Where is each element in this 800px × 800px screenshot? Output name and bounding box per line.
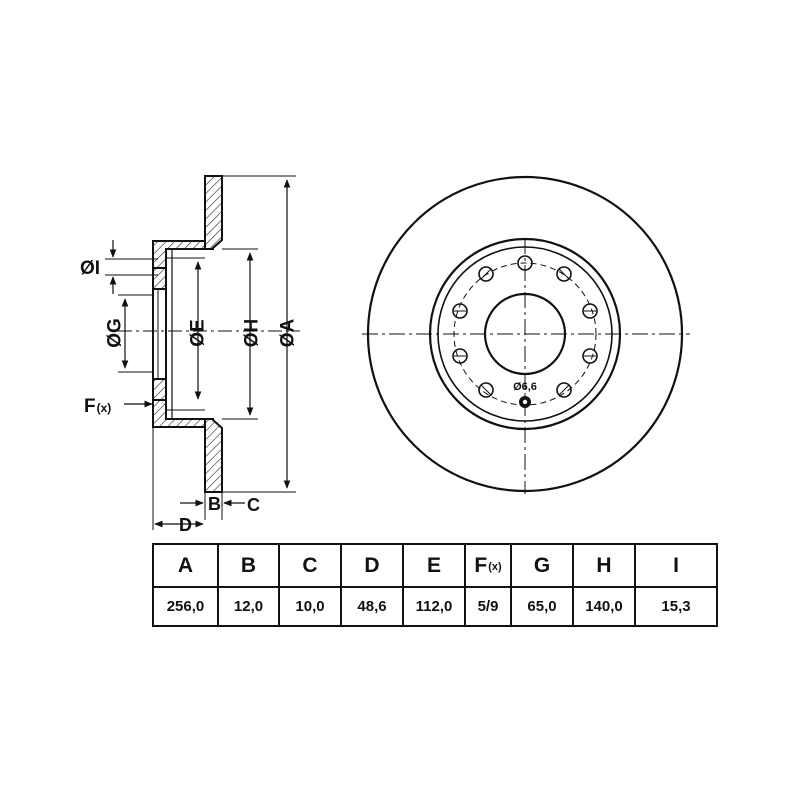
bolt-hole — [582, 303, 598, 319]
table-cell: 48,6 — [340, 586, 404, 627]
table-cell: 15,3 — [634, 586, 718, 627]
table-header: C — [278, 543, 342, 588]
table-cell: 256,0 — [152, 586, 219, 627]
table-cell: 112,0 — [402, 586, 466, 627]
label-dia-h: ØH — [242, 319, 263, 348]
table-header: F(x) — [464, 543, 512, 588]
side-section-view: ØI ØG ØE ØH ØA F(x) B C D — [80, 175, 300, 535]
table-header-row: A B C D E F(x) G H I — [152, 543, 718, 588]
table-cell: 10,0 — [278, 586, 342, 627]
label-dia-e: ØE — [188, 319, 209, 346]
hat-section-bottom — [152, 399, 206, 428]
bolt-hole — [517, 255, 533, 271]
bolt-hole — [556, 266, 572, 282]
table-header: D — [340, 543, 404, 588]
table-header: I — [634, 543, 718, 588]
table-header: H — [572, 543, 636, 588]
table-cell: 5/9 — [464, 586, 512, 627]
bolt-hole — [452, 348, 468, 364]
disc-ring-section-lower — [204, 418, 223, 493]
bolt-hole — [478, 266, 494, 282]
table-header: B — [217, 543, 280, 588]
label-d: D — [179, 515, 192, 535]
disc-ring-section — [204, 175, 223, 250]
bolt-hole — [582, 348, 598, 364]
hat-face-upper — [152, 267, 167, 290]
label-dia-g: ØG — [105, 318, 126, 348]
table-header: G — [510, 543, 574, 588]
bolt-hole — [452, 303, 468, 319]
front-view: Ø6,6 — [362, 175, 690, 494]
hat-section-top — [152, 240, 206, 269]
table-header: E — [402, 543, 466, 588]
bolt-hole — [478, 382, 494, 398]
hat-face-lower — [152, 378, 167, 401]
dimension-table: A B C D E F(x) G H I 256,0 12,0 10,0 48,… — [152, 543, 718, 627]
label-c: C — [247, 495, 260, 515]
label-f: F(x) — [84, 396, 111, 417]
bolt-hole — [556, 382, 572, 398]
table-row: 256,0 12,0 10,0 48,6 112,0 5/9 65,0 140,… — [152, 586, 718, 627]
bolt-holes — [452, 255, 598, 398]
label-dia-i: ØI — [80, 258, 100, 279]
table-header: A — [152, 543, 219, 588]
table-cell: 65,0 — [510, 586, 574, 627]
table-cell: 140,0 — [572, 586, 636, 627]
label-dia-a: ØA — [278, 318, 299, 347]
table-cell: 12,0 — [217, 586, 280, 627]
label-hole-diameter: Ø6,6 — [513, 381, 537, 393]
label-b: B — [208, 494, 221, 514]
